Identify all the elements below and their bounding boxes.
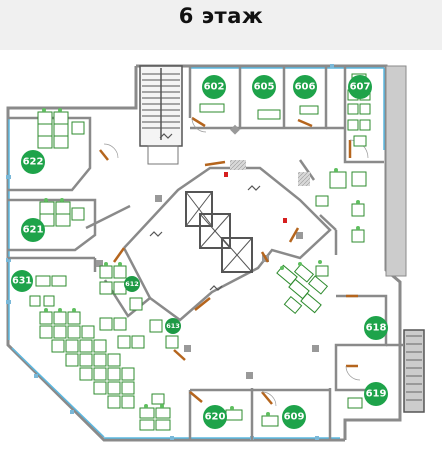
room-609[interactable]: 609 bbox=[282, 405, 306, 429]
room-602[interactable]: 602 bbox=[202, 75, 226, 99]
room-label-631: 631 bbox=[12, 276, 32, 287]
room-label-605: 605 bbox=[254, 82, 275, 93]
room-label-622: 622 bbox=[23, 157, 44, 168]
room-606[interactable]: 606 bbox=[293, 75, 317, 99]
partition-markers bbox=[149, 133, 261, 291]
workstations bbox=[29, 73, 371, 431]
room-619[interactable]: 619 bbox=[364, 382, 388, 406]
room-612[interactable]: 612 bbox=[124, 276, 140, 292]
room-621[interactable]: 621 bbox=[21, 218, 45, 242]
room-badges: 602 605 606 607 622 621 631 612 613 618 … bbox=[11, 75, 388, 429]
room-618[interactable]: 618 bbox=[364, 316, 388, 340]
service-strip bbox=[385, 65, 424, 412]
room-label-618: 618 bbox=[366, 323, 387, 334]
room-631[interactable]: 631 bbox=[11, 270, 33, 292]
room-label-607: 607 bbox=[350, 82, 371, 93]
room-622[interactable]: 622 bbox=[21, 150, 45, 174]
room-605[interactable]: 605 bbox=[252, 75, 276, 99]
room-label-612: 612 bbox=[125, 280, 139, 288]
red-markers bbox=[224, 172, 287, 223]
room-label-621: 621 bbox=[23, 225, 44, 236]
room-607[interactable]: 607 bbox=[348, 75, 372, 99]
room-label-602: 602 bbox=[204, 82, 225, 93]
room-label-606: 606 bbox=[295, 82, 316, 93]
columns bbox=[96, 124, 319, 379]
top-staircase bbox=[139, 65, 183, 165]
room-label-609: 609 bbox=[284, 412, 305, 423]
doors bbox=[99, 116, 358, 405]
room-label-613: 613 bbox=[166, 322, 180, 330]
room-613[interactable]: 613 bbox=[165, 318, 181, 334]
room-620[interactable]: 620 bbox=[203, 405, 227, 429]
floor-title: 6 этаж bbox=[178, 4, 264, 28]
bottom-right-staircase bbox=[403, 329, 425, 413]
room-label-620: 620 bbox=[205, 412, 226, 423]
floor-header: 6 этаж bbox=[0, 0, 442, 50]
room-label-619: 619 bbox=[366, 389, 387, 400]
elevator-shafts bbox=[185, 191, 253, 273]
